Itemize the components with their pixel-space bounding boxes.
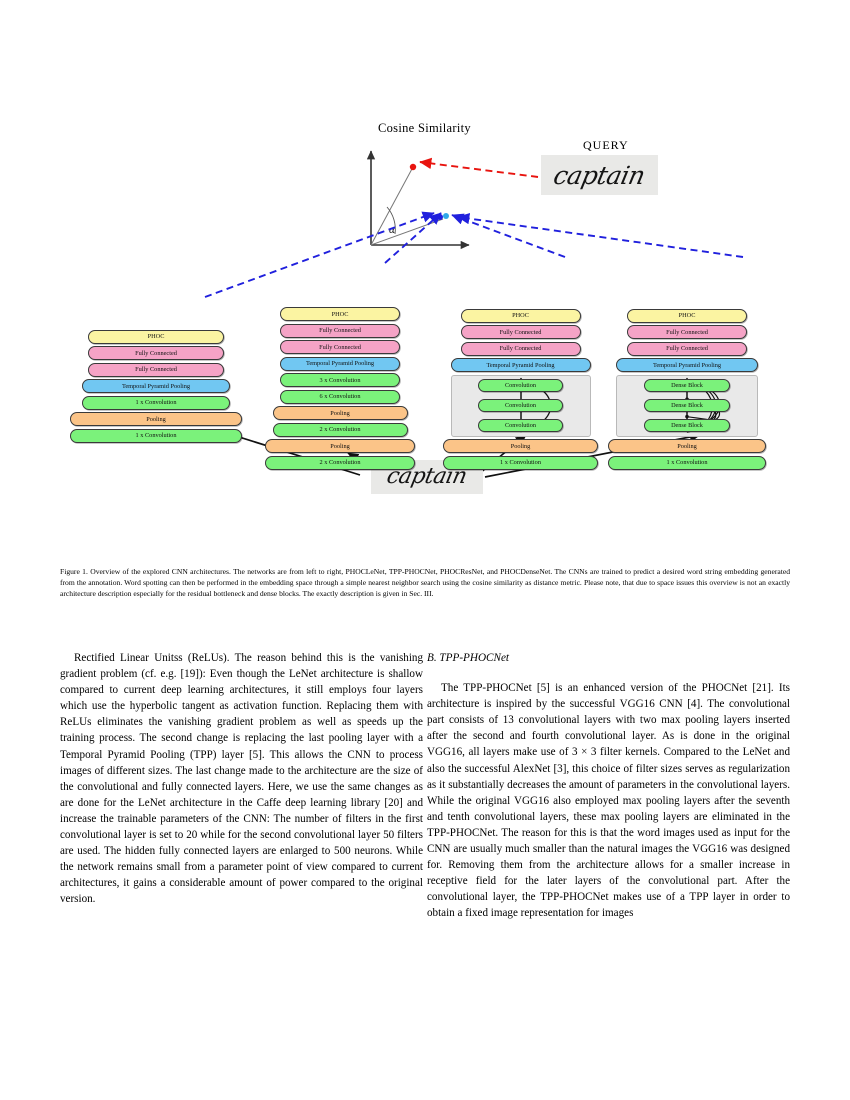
section-heading-b: B. TPP-PHOCNet [427, 652, 510, 664]
figure-caption: Figure 1. Overview of the explored CNN a… [60, 567, 790, 599]
layer-2-x-convolution[interactable]: 2 x Convolution [272, 422, 408, 437]
layer-6-x-convolution[interactable]: 6 x Convolution [280, 389, 400, 404]
layer-temporal-pyramid-pooling[interactable]: Temporal Pyramid Pooling [280, 356, 400, 371]
layer-pooling[interactable]: Pooling [272, 406, 408, 420]
phocdensenet-output-arrow [457, 212, 744, 258]
layer-pooling[interactable]: Pooling [265, 439, 415, 453]
query-point [409, 163, 417, 171]
layer-temporal-pyramid-pooling[interactable]: Temporal Pyramid Pooling [450, 358, 591, 372]
query-word-image: captain [541, 155, 658, 195]
layer-fully-connected[interactable]: Fully Connected [280, 323, 400, 338]
layer-1-x-convolution[interactable]: 1 x Convolution [443, 455, 598, 470]
layer-phoc[interactable]: PHOC [627, 308, 747, 323]
alpha-label: α [389, 226, 395, 236]
tppphocnet-output-arrow [384, 212, 442, 264]
convolution-2[interactable]: Convolution [477, 399, 564, 412]
layer-fully-connected[interactable]: Fully Connected [627, 325, 747, 339]
layer-1-x-convolution[interactable]: 1 x Convolution [82, 395, 230, 410]
left-paragraph-1: Rectified Linear Unitss (ReLUs). The rea… [60, 652, 423, 906]
right-column: B. TPP-PHOCNet The TPP-PHOCNet [5] is an… [427, 650, 790, 922]
layer-phoc[interactable]: PHOC [88, 329, 224, 344]
layer-fully-connected[interactable]: Fully Connected [88, 346, 224, 360]
convolution-3[interactable]: Convolution [477, 419, 564, 432]
phocresnet-output-arrow [451, 213, 566, 258]
cosine-similarity-title: Cosine Similarity [378, 121, 471, 135]
layer-phoc[interactable]: PHOC [460, 308, 581, 323]
layer-3-x-convolution[interactable]: 3 x Convolution [280, 373, 400, 387]
right-paragraph-1: The TPP-PHOCNet [5] is an enhanced versi… [427, 682, 790, 920]
layer-1-x-convolution[interactable]: 1 x Convolution [70, 428, 242, 443]
layer-temporal-pyramid-pooling[interactable]: Temporal Pyramid Pooling [82, 379, 230, 393]
dense-block-2[interactable]: Dense Block [643, 399, 731, 412]
left-column: Rectified Linear Unitss (ReLUs). The rea… [60, 650, 423, 908]
layer-fully-connected[interactable]: Fully Connected [627, 341, 747, 356]
convolution-1[interactable]: Convolution [477, 379, 564, 392]
query-word-text: captain [551, 160, 648, 190]
query-to-embedding-arrow [419, 157, 539, 178]
layer-pooling[interactable]: Pooling [608, 439, 766, 453]
layer-temporal-pyramid-pooling[interactable]: Temporal Pyramid Pooling [616, 358, 758, 372]
dense-block-3[interactable]: Dense Block [643, 419, 731, 432]
layer-fully-connected[interactable]: Fully Connected [460, 325, 581, 339]
query-vector [370, 166, 414, 246]
layer-pooling[interactable]: Pooling [443, 439, 598, 453]
layer-fully-connected[interactable]: Fully Connected [460, 341, 581, 356]
layer-phoc[interactable]: PHOC [280, 307, 400, 321]
phoclenet-output-arrow [204, 211, 435, 298]
embedding-point-b [443, 213, 449, 219]
angle-arc [386, 206, 396, 235]
dense-block-1[interactable]: Dense Block [643, 379, 731, 392]
layer-fully-connected[interactable]: Fully Connected [280, 340, 400, 354]
layer-1-x-convolution[interactable]: 1 x Convolution [608, 455, 766, 470]
figure-1: Cosine Similarity QUERY α [60, 105, 790, 560]
layer-fully-connected[interactable]: Fully Connected [88, 362, 224, 377]
layer-pooling[interactable]: Pooling [70, 412, 242, 426]
query-title: QUERY [583, 138, 629, 152]
layer-2-x-convolution[interactable]: 2 x Convolution [265, 455, 415, 470]
